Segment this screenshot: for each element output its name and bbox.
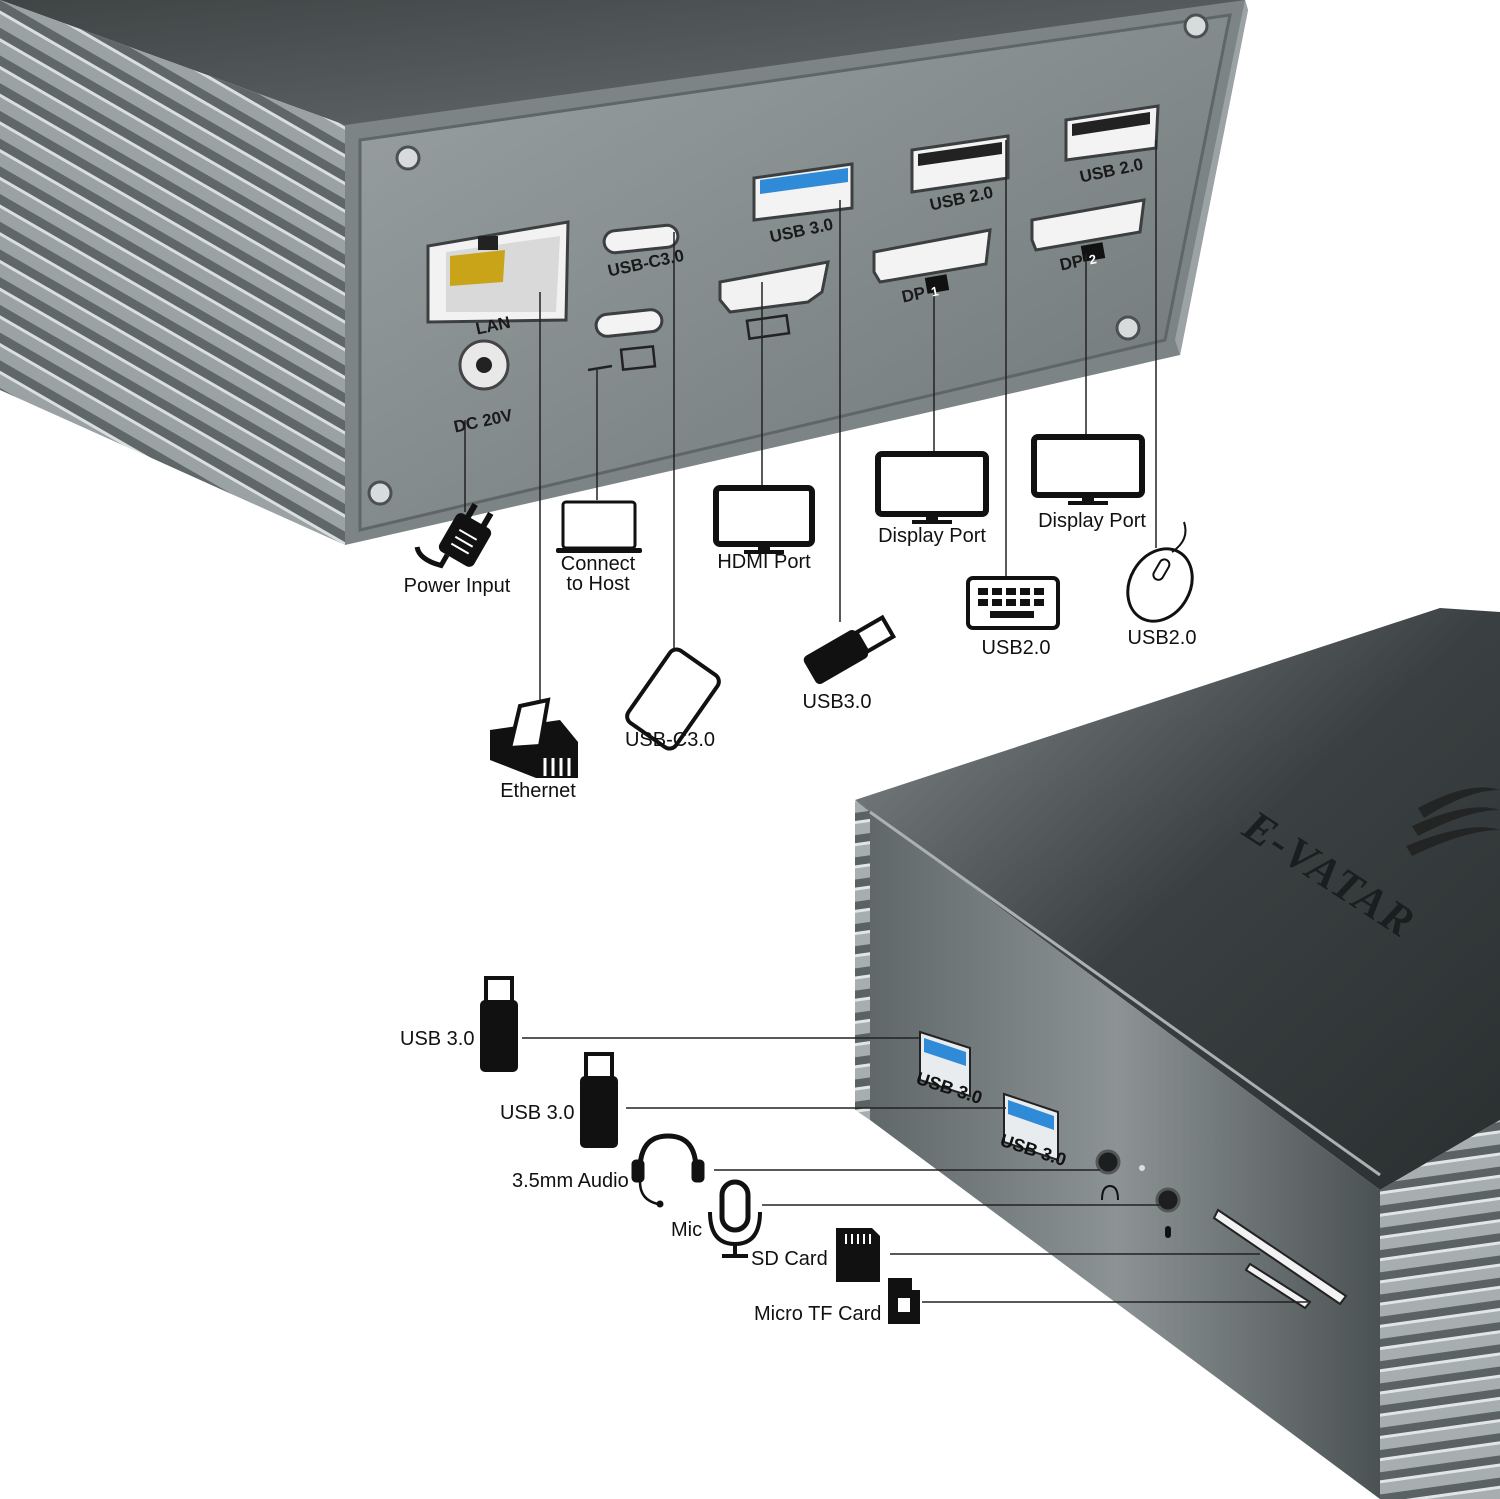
mouse-usb-label: USB2.0 <box>1127 627 1197 649</box>
connect-host-label-1: Connect <box>560 553 636 575</box>
micro-tf-card-label: Micro TF Card <box>754 1303 882 1325</box>
dp-port-1 <box>872 228 992 294</box>
leader-lines-rear <box>464 140 1157 710</box>
usb30-port-front-b <box>1003 1092 1059 1162</box>
usb3-stick-label: USB3.0 <box>802 691 872 713</box>
usb30-port-rear <box>752 162 854 222</box>
panel-screws <box>367 13 1209 506</box>
ethernet-jack-icon <box>490 697 578 778</box>
laptop-icon <box>556 500 642 553</box>
hdmi-port <box>718 260 830 341</box>
ethernet-label: Ethernet <box>500 780 576 802</box>
monitor-icon <box>1031 434 1145 505</box>
leader-lines-front <box>522 1037 1308 1303</box>
headset-icon <box>631 1133 705 1208</box>
monitor-icon <box>875 451 989 524</box>
front-usb30-label-a: USB 3.0 <box>400 1028 475 1050</box>
usb-stick-icon <box>480 976 518 1072</box>
keyboard-usb-label: USB2.0 <box>981 637 1051 659</box>
micro-sd-icon <box>888 1278 920 1324</box>
brand-logo-swoosh <box>1406 787 1500 856</box>
sd-card-label: SD Card <box>751 1248 828 1270</box>
sd-card-icon <box>836 1228 880 1282</box>
usb-stick-icon <box>803 614 897 685</box>
hdmi-port-label: HDMI Port <box>717 551 811 573</box>
mic-jack <box>1155 1187 1181 1238</box>
usbc-port-host <box>587 308 664 372</box>
sd-slot <box>1212 1208 1348 1306</box>
display-port-1-label: Display Port <box>878 525 986 547</box>
usbc-phone-label: USB-C3.0 <box>624 729 716 751</box>
usb20-port-a <box>910 134 1010 194</box>
front-dock-chassis <box>855 608 1500 1499</box>
usb30-port-front-a <box>919 1030 971 1098</box>
dc-jack <box>458 339 510 391</box>
microphone-icon <box>708 1179 762 1258</box>
mic-label: Mic <box>671 1219 703 1241</box>
usbc-port-data <box>602 223 680 255</box>
rear-dock-chassis <box>0 0 1248 545</box>
phone-icon <box>625 647 721 751</box>
tf-slot <box>1244 1262 1312 1310</box>
front-usb30-label-b: USB 3.0 <box>500 1102 575 1124</box>
display-port-2-label: Display Port <box>1038 510 1146 532</box>
keyboard-icon <box>966 576 1060 630</box>
audio-jack <box>1095 1149 1145 1201</box>
monitor-icon <box>713 485 815 554</box>
usb-stick-icon <box>580 1052 618 1148</box>
connect-host-label-2: to Host <box>566 573 630 595</box>
plug-icon <box>414 502 494 569</box>
mouse-icon <box>1126 521 1194 623</box>
audio-label: 3.5mm Audio <box>512 1170 629 1192</box>
power-input-label: Power Input <box>403 575 511 597</box>
dp-port-2 <box>1030 198 1146 262</box>
lan-port <box>426 220 570 324</box>
